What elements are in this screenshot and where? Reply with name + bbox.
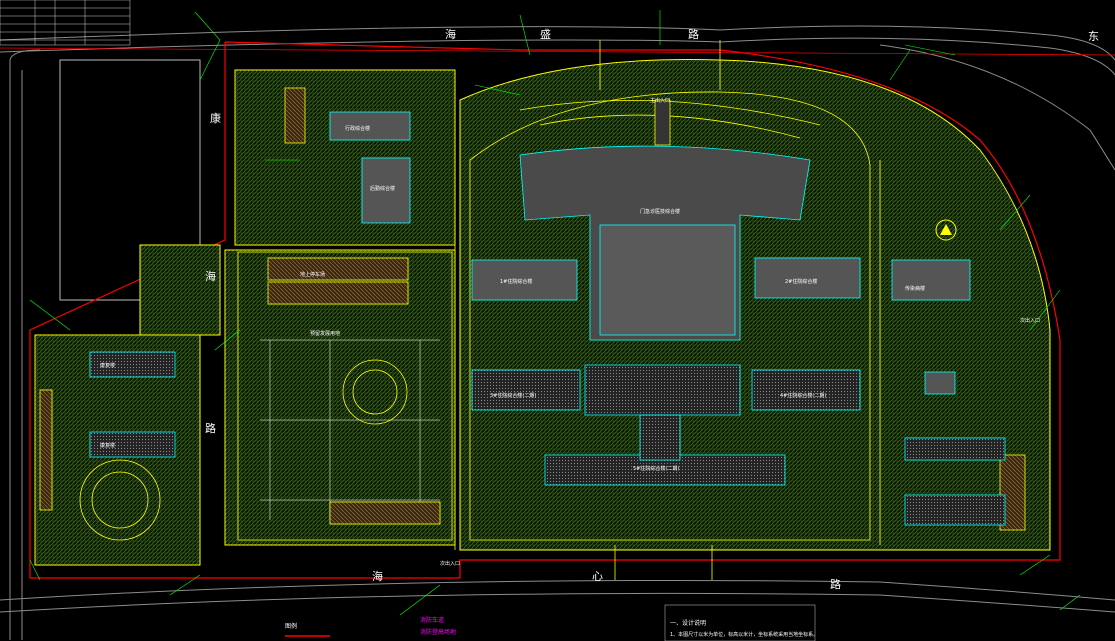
label-logistics: 后勤综合楼: [370, 185, 395, 192]
label-inpatient-3: 3#住院综合楼(二期): [490, 392, 536, 399]
label-infectious: 传染病楼: [905, 285, 925, 292]
external-roads: [0, 25, 1115, 640]
label-inpatient-2: 2#住院综合楼: [785, 278, 817, 285]
road-name-west-2: 海: [205, 269, 216, 283]
label-rehab-1: 康复楼: [100, 362, 115, 369]
road-name-west-3: 路: [205, 422, 216, 435]
label-inpatient-5: 5#住院综合楼(二期): [633, 465, 679, 472]
coordinate-tags: [0, 0, 816, 641]
property-boundary: [0, 41, 1115, 579]
label-reserve: 预留发展用地: [310, 330, 340, 337]
road-name-north-1: 海: [445, 27, 456, 41]
buildings: [89, 99, 1006, 526]
road-name-south-1: 海: [372, 569, 383, 583]
road-name-west-1: 康: [210, 111, 221, 125]
label-admin: 行政综合楼: [345, 125, 370, 132]
leader-lines: [29, 10, 1081, 616]
legend-line-1: 消防车道: [420, 616, 444, 624]
label-east-entry: 次出入口: [1020, 317, 1040, 324]
reserve-grid: [260, 339, 440, 520]
road-name-south-2: 心: [592, 570, 603, 583]
label-south-entry: 次出入口: [440, 560, 460, 567]
label-main-entry: 主出入口: [650, 97, 670, 104]
legend: 图例 消防车道 消防登高场地: [285, 616, 456, 637]
label-inpatient-4: 4#住院综合楼(二期): [780, 392, 826, 399]
road-name-north-3: 路: [688, 28, 699, 41]
label-parking: 地上停车场: [300, 271, 325, 278]
label-rehab-2: 康复楼: [100, 442, 115, 449]
internal-roads: [79, 40, 881, 580]
notes-title: 一、设计说明: [670, 619, 706, 627]
road-name-north-4: 东: [1088, 30, 1099, 43]
label-main-outpatient: 门急诊医技综合楼: [640, 208, 680, 215]
warning-sign-icon: [935, 219, 957, 241]
notes-line-1: 1、本图尺寸以米为单位，标高以米计，坐标系统采用当地坐标系。: [670, 631, 818, 638]
label-inpatient-1: 1#住院综合楼: [500, 278, 532, 285]
road-name-north-2: 盛: [540, 27, 551, 41]
parking-areas: [39, 87, 1026, 531]
legend-line-2: 消防登高场地: [420, 628, 456, 636]
road-name-south-3: 路: [830, 578, 841, 591]
legend-title: 图例: [285, 622, 297, 630]
